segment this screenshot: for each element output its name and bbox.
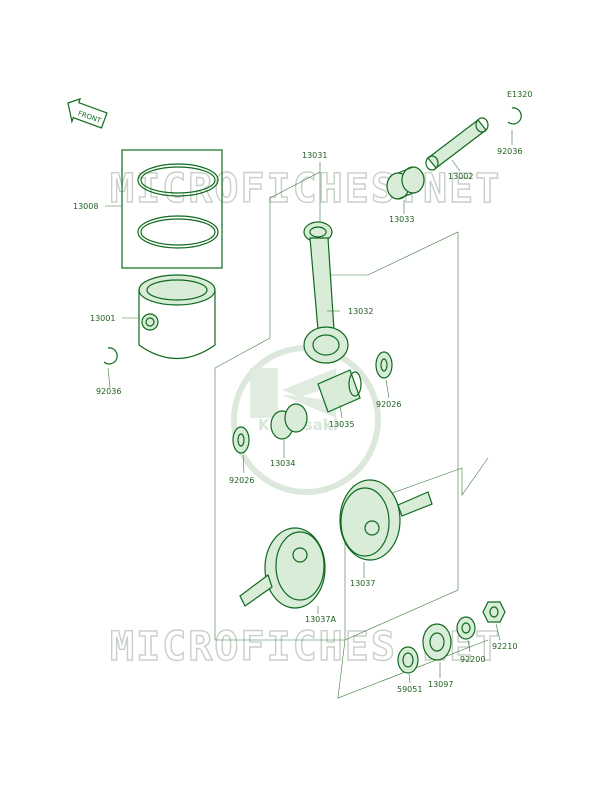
piston — [138, 274, 216, 360]
label-92026-right: 92026 — [376, 400, 401, 409]
washer — [456, 616, 476, 640]
circlip-right — [507, 107, 522, 125]
crank-half-left — [239, 527, 326, 609]
front-arrow-icon: FRONT — [67, 97, 108, 129]
nut — [482, 601, 506, 623]
thrust-washer-left — [232, 426, 250, 454]
label-92036-right: 92036 — [497, 147, 522, 156]
piston-pin — [425, 117, 489, 171]
label-13031: 13031 — [302, 151, 327, 160]
label-13002: 13002 — [448, 172, 473, 181]
part-labels: 13008 13001 92036 13031 13032 13033 1300… — [73, 147, 522, 694]
gear-small — [397, 646, 419, 674]
label-13097: 13097 — [428, 680, 453, 689]
label-13032: 13032 — [348, 307, 373, 316]
label-13037: 13037 — [350, 579, 375, 588]
label-92200: 92200 — [460, 655, 485, 664]
label-13035: 13035 — [329, 420, 354, 429]
label-92036-left: 92036 — [96, 387, 121, 396]
crank-half-right — [339, 479, 433, 561]
gear-large — [422, 623, 452, 661]
small-end-bearing — [386, 166, 425, 200]
connecting-rod — [303, 221, 349, 364]
watermark-top: MICROFICHES.NET — [110, 166, 501, 212]
leader-lines — [105, 130, 513, 684]
label-92026-left: 92026 — [229, 476, 254, 485]
label-13008: 13008 — [73, 202, 98, 211]
label-13034: 13034 — [270, 459, 295, 468]
diagram-code: E1320 — [507, 90, 532, 99]
piston-rings — [121, 149, 223, 269]
label-13037A: 13037A — [305, 615, 336, 624]
label-92210: 92210 — [492, 642, 517, 651]
big-end-bearing — [270, 403, 308, 440]
thrust-washer-right — [375, 351, 393, 379]
circlip-left — [103, 347, 118, 365]
label-13033: 13033 — [389, 215, 414, 224]
label-13001: 13001 — [90, 314, 115, 323]
label-59051: 59051 — [397, 685, 422, 694]
crank-pin — [317, 369, 362, 413]
